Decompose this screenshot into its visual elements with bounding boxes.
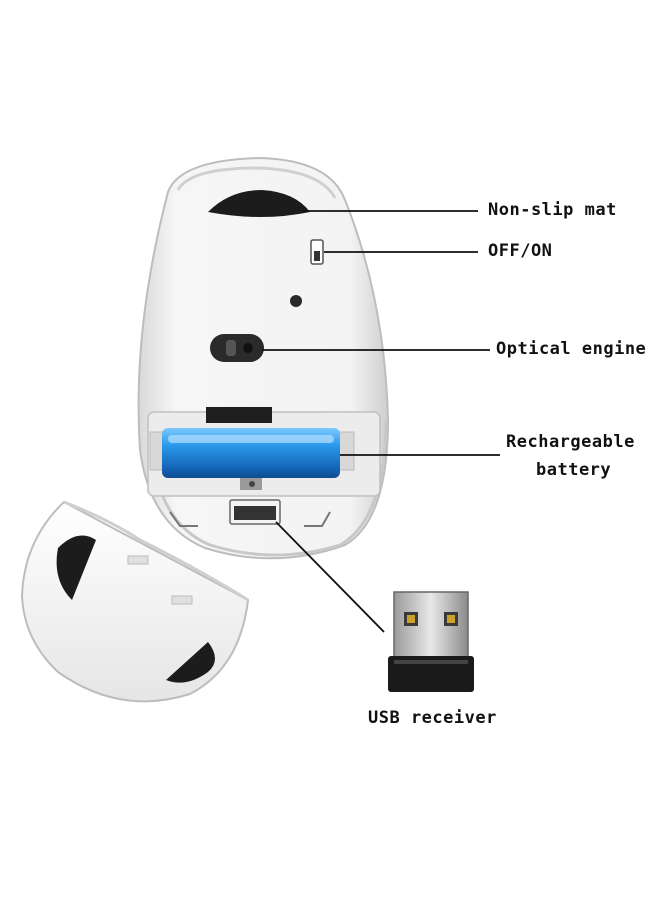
label-usb-receiver: USB receiver	[368, 708, 497, 728]
non-slip-mat-pad	[208, 190, 310, 217]
label-optical-engine: Optical engine	[496, 339, 647, 359]
usb-receiver	[388, 591, 474, 692]
leader-lines	[262, 210, 500, 633]
cover-pad-bottom	[166, 642, 215, 683]
label-off-on: OFF/ON	[488, 241, 553, 261]
optical-sensor	[210, 334, 264, 362]
power-switch	[310, 239, 324, 265]
battery-cover	[20, 500, 250, 703]
mouse-body	[137, 156, 390, 560]
screw-hole	[290, 295, 302, 307]
label-non-slip-mat: Non-slip mat	[488, 200, 617, 220]
battery	[162, 428, 340, 478]
cover-pad-top	[56, 535, 96, 600]
receiver-slot	[169, 478, 331, 527]
label-battery-line1: Rechargeable	[506, 432, 635, 452]
label-battery-line2: battery	[536, 460, 612, 480]
